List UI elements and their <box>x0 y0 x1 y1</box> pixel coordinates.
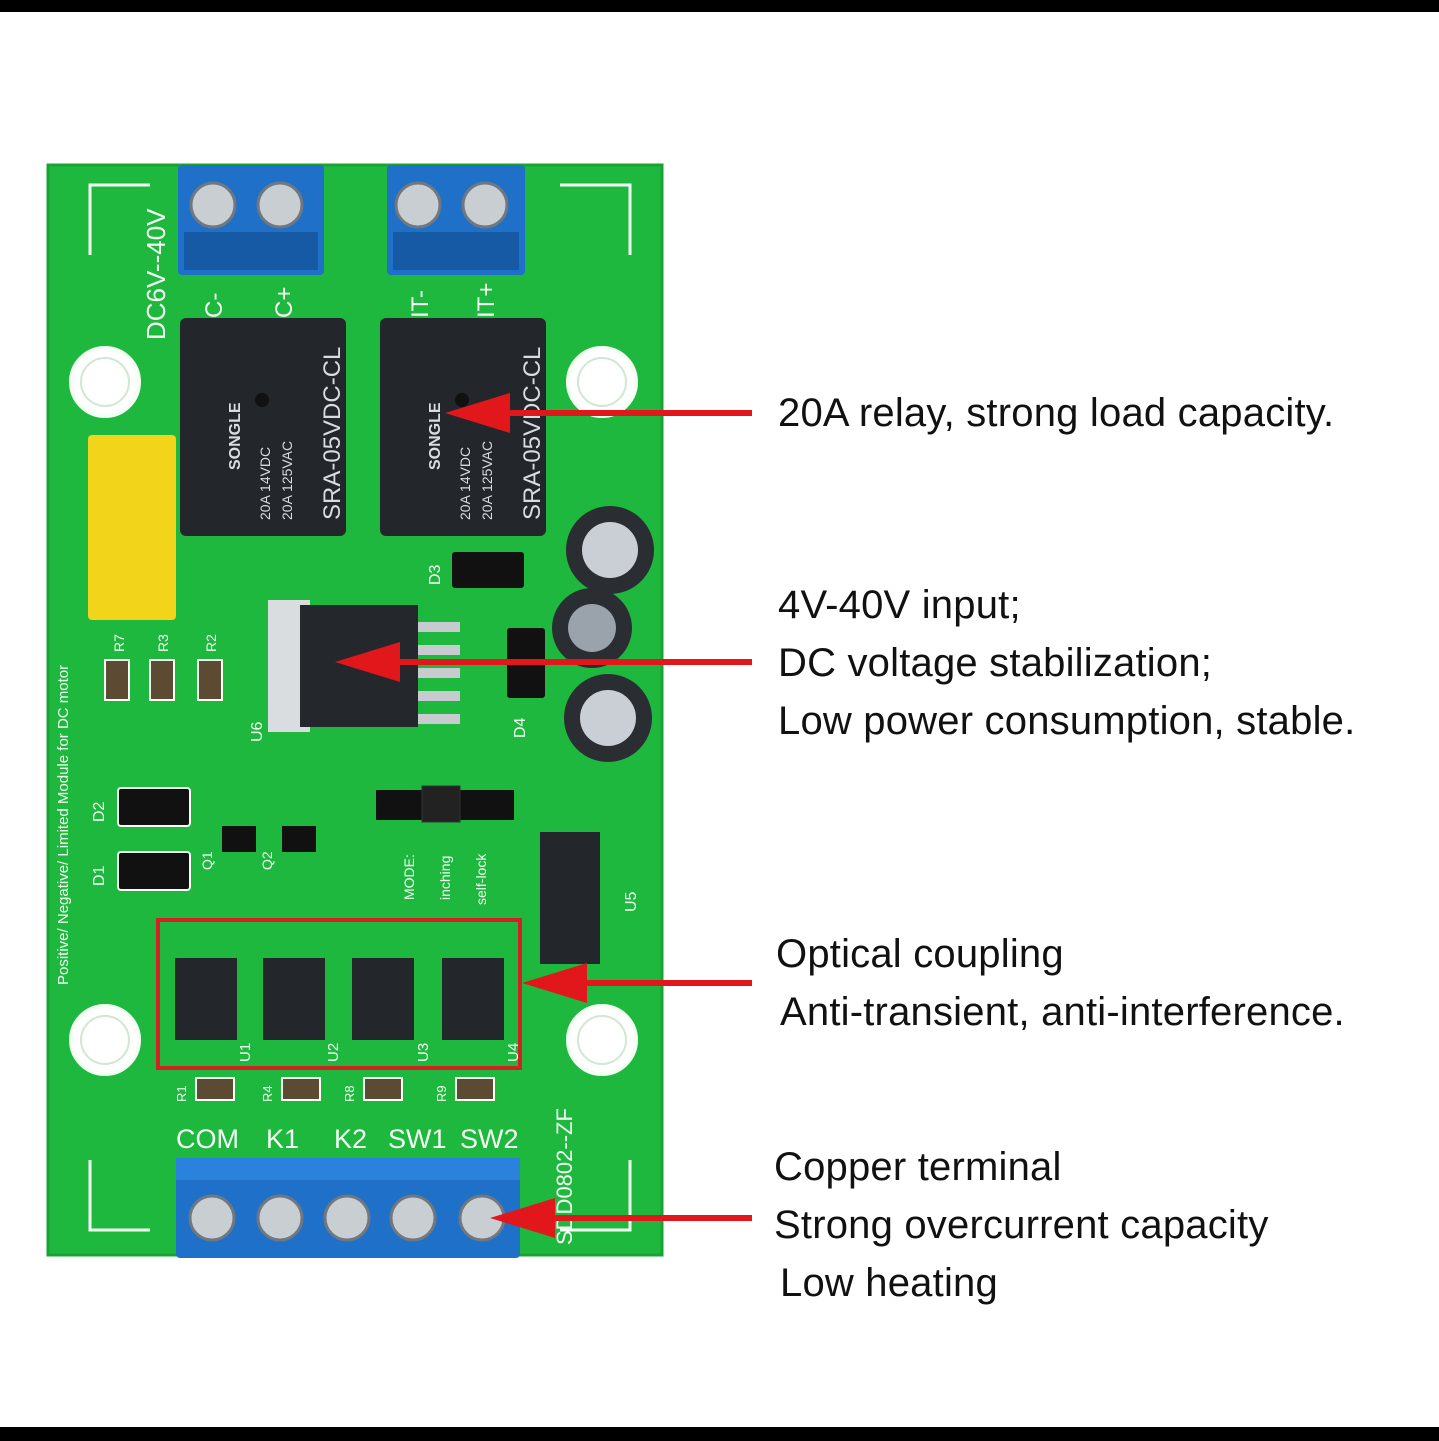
relay-left-rating1: 20A 14VDC <box>257 447 273 520</box>
transistor-q1 <box>222 826 256 852</box>
callout-regulator-line2: DC voltage stabilization; <box>778 641 1213 685</box>
ref-q1: Q1 <box>199 851 215 870</box>
ref-d2: D2 <box>91 801 108 822</box>
ref-q2: Q2 <box>259 851 275 870</box>
bottom-terminal-block <box>176 1158 520 1258</box>
ref-u2: U2 <box>325 1043 342 1062</box>
transistor-q2 <box>282 826 316 852</box>
diode-d2 <box>117 787 191 827</box>
optocouplers <box>175 958 504 1040</box>
ic-u5 <box>540 832 600 964</box>
relay-right-rating2: 20A 125VAC <box>479 441 495 520</box>
callout-terminal-line1: Copper terminal <box>774 1145 1062 1189</box>
top-right-terminal-label-minus: IT- <box>407 290 434 318</box>
callout-relay: 20A relay, strong load capacity. <box>778 384 1334 442</box>
module-label: Positive/ Negative/ Limited Module for D… <box>55 665 72 985</box>
diode-d3 <box>452 552 524 588</box>
ref-r4: R4 <box>260 1085 275 1102</box>
yellow-film-capacitor <box>88 435 176 620</box>
arrow-terminal-head <box>490 1198 555 1238</box>
relay-right-model: SRA-05VDC-CL <box>519 347 546 520</box>
ref-r9: R9 <box>434 1085 449 1102</box>
terminal-label-sw2: SW2 <box>460 1124 519 1154</box>
callout-terminal-line2: Strong overcurrent capacity <box>774 1203 1269 1247</box>
callout-terminal-line3: Low heating <box>780 1261 998 1305</box>
terminal-label-sw1: SW1 <box>388 1124 447 1154</box>
arrow-relay-head <box>445 393 510 433</box>
top-right-terminal-label-plus: IT+ <box>473 283 500 318</box>
top-left-terminal-label-minus: C- <box>201 293 228 318</box>
mode-inching-label: inching <box>437 856 453 900</box>
top-right-terminal-block <box>387 165 525 275</box>
terminal-label-k2: K2 <box>334 1124 367 1154</box>
relay-left-brand: SONGLE <box>227 402 244 470</box>
ref-d3: D3 <box>427 564 444 585</box>
ref-r7: R7 <box>111 634 127 652</box>
top-left-terminal-block <box>178 165 324 275</box>
diode-d1 <box>117 851 191 891</box>
ref-r2: R2 <box>203 634 219 652</box>
top-left-terminal-label-plus: C+ <box>271 287 298 318</box>
relay-left-model: SRA-05VDC-CL <box>319 347 346 520</box>
ref-u3: U3 <box>415 1043 432 1062</box>
relay-right-brand: SONGLE <box>427 402 444 470</box>
relay-right: SRA-05VDC-CL SONGLE 20A 14VDC 20A 125VAC <box>380 318 546 536</box>
callout-regulator-line1: 4V-40V input; <box>778 583 1021 627</box>
relay-left: SRA-05VDC-CL SONGLE 20A 14VDC 20A 125VAC <box>180 318 346 536</box>
mounting-holes <box>69 346 638 1076</box>
top-black-bar <box>0 0 1439 12</box>
mode-selflock-label: self-lock <box>473 853 489 905</box>
terminal-label-k1: K1 <box>266 1124 299 1154</box>
callout-optocoupler: Optical coupling Anti-transient, anti-in… <box>776 925 1345 1041</box>
callout-regulator-line3: Low power consumption, stable. <box>778 699 1356 743</box>
callout-optocoupler-line2: Anti-transient, anti-interference. <box>780 990 1345 1034</box>
mode-jumper-header <box>376 785 514 823</box>
callout-optocoupler-line1: Optical coupling <box>776 932 1064 976</box>
ref-d4: D4 <box>512 717 529 738</box>
ref-u4: U4 <box>505 1043 522 1062</box>
arrow-regulator-head <box>335 642 400 682</box>
mode-label: MODE: <box>401 854 417 900</box>
ref-u5: U5 <box>623 891 640 912</box>
bottom-black-bar <box>0 1427 1439 1441</box>
callout-arrows <box>335 393 752 1238</box>
ref-u1: U1 <box>237 1043 254 1062</box>
electrolytic-capacitors <box>552 506 654 762</box>
callout-relay-line1: 20A relay, strong load capacity. <box>778 391 1335 435</box>
arrow-optocoupler-head <box>522 963 587 1003</box>
model-label: SDD0802--ZF <box>552 1108 577 1245</box>
ref-d1: D1 <box>91 865 108 886</box>
terminal-label-com: COM <box>176 1124 239 1154</box>
callout-regulator: 4V-40V input; DC voltage stabilization; … <box>778 576 1355 750</box>
relay-right-rating1: 20A 14VDC <box>457 447 473 520</box>
ref-r1: R1 <box>174 1085 189 1102</box>
resistors-bottom <box>195 1077 495 1101</box>
relay-left-rating2: 20A 125VAC <box>279 441 295 520</box>
ref-u6: U6 <box>249 721 266 742</box>
optocoupler-highlight-box <box>156 918 522 1070</box>
ref-r8: R8 <box>342 1085 357 1102</box>
ref-r3: R3 <box>155 634 171 652</box>
voltage-label: DC6V--40V <box>141 208 171 340</box>
callout-terminal: Copper terminal Strong overcurrent capac… <box>774 1138 1269 1312</box>
silkscreen-corners <box>88 183 632 1232</box>
resistors-top <box>104 659 223 701</box>
